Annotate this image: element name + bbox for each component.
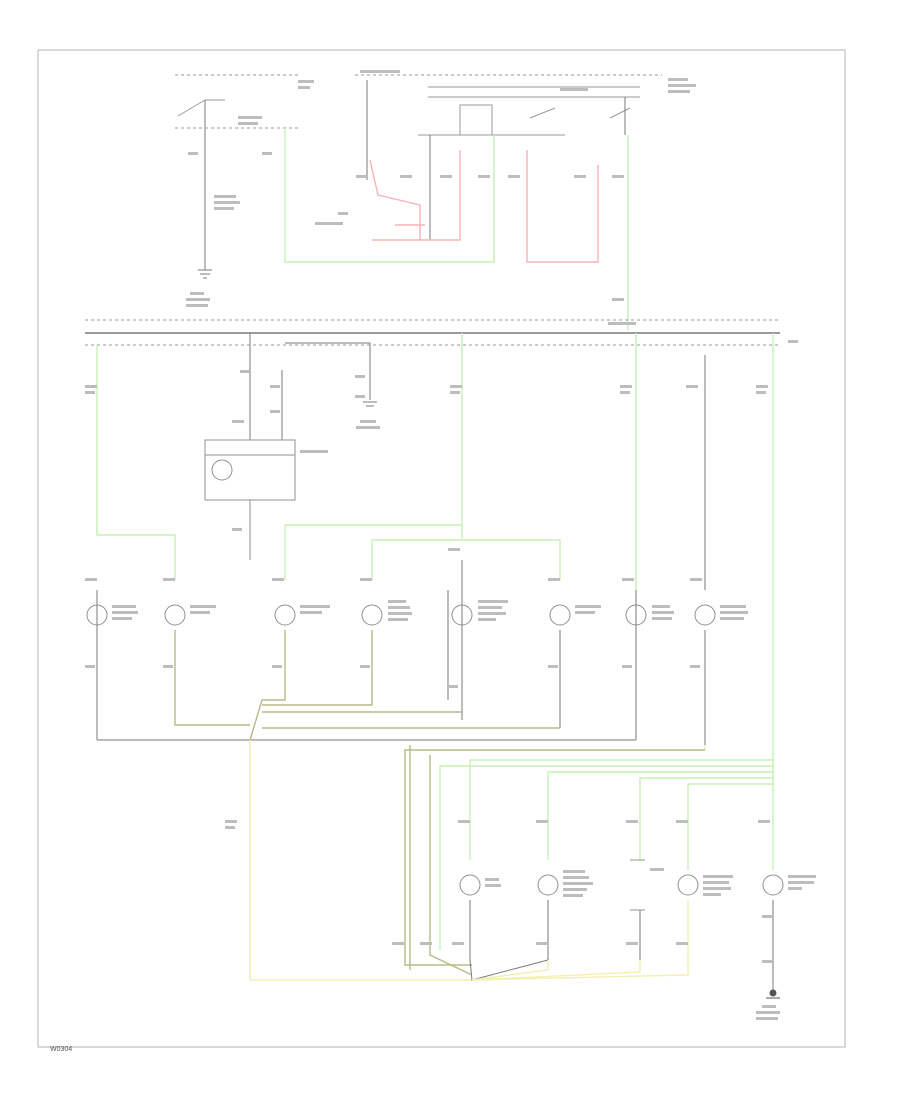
figure-id: W0304 [50,1046,73,1053]
red-wires-top [369,150,599,263]
gauge-cluster-block [204,439,296,560]
fuse-block-top [175,74,662,136]
green-bus-drops [96,333,774,760]
bottom-labels [225,820,816,1020]
mid-labels [85,322,798,531]
yellow-black-returns [174,630,560,741]
green-feeds-bottom [439,759,774,950]
yellow-black-bottom [404,745,705,976]
dashed-bus [85,319,780,346]
lamp-drops-black [96,560,706,750]
lamp-labels [85,548,748,688]
ground-symbol-2 [363,401,377,407]
ground-symbol-3 [766,989,780,999]
bottom-returns-yellow [471,900,689,981]
yellow-outer-return [249,740,706,981]
green-wires-top [284,130,629,330]
ground-symbol-1 [198,269,212,279]
black-bus-drops [249,333,706,590]
ignition-feed-wires [204,80,626,270]
lamp-row-2 [459,859,784,911]
top-labels [186,70,696,307]
gauge-label [300,450,328,453]
diagram-frame [37,49,846,1048]
